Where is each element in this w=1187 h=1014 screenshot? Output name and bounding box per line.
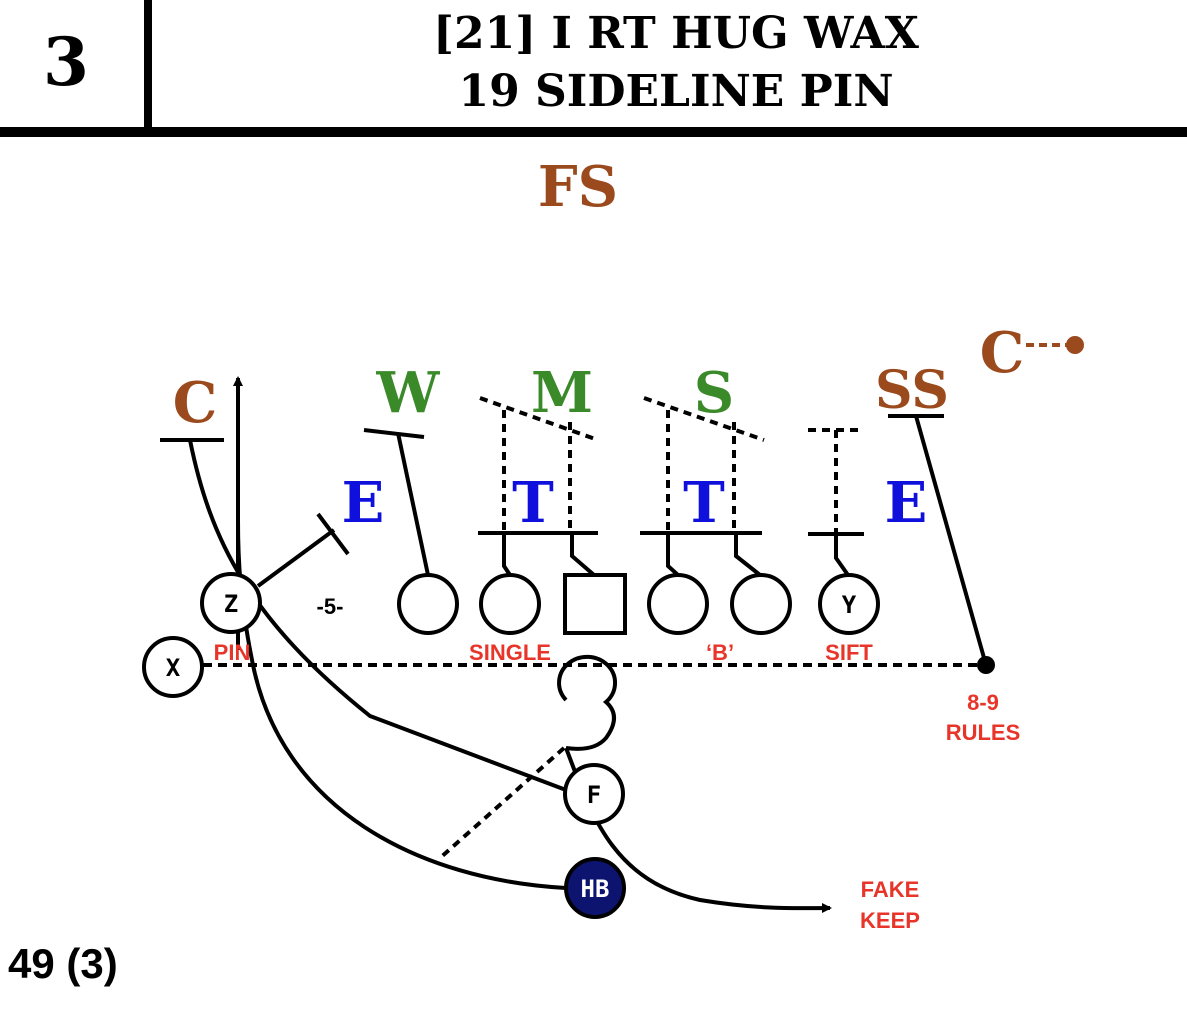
corner-motion [1026, 336, 1084, 354]
dot-icon [1066, 336, 1084, 354]
right-guard-block [666, 533, 680, 577]
y-end [818, 573, 880, 635]
fake-keep-label-line2: KEEP [860, 908, 920, 933]
assignment-labels: -5- PIN SINGLE ‘B’ SIFT 8-9 RULES FAKE K… [214, 594, 1021, 933]
mike-linebacker-label: M [531, 360, 593, 426]
y-end-label: Y [842, 591, 857, 619]
will-block-bar [363, 428, 425, 439]
z-receiver-label: Z [224, 590, 238, 618]
z-block-bar [316, 512, 350, 556]
left-end-label: E [342, 470, 385, 536]
linebacker-paths [438, 396, 864, 860]
z-block-line [256, 528, 336, 588]
left-corner-label: C [173, 370, 218, 436]
will-linebacker-label: W [376, 360, 441, 426]
header: 3 [21] I RT HUG WAX 19 SIDELINE PIN [0, 0, 1187, 137]
block-assignments [160, 414, 988, 666]
z-receiver [200, 572, 262, 634]
skill-players: Z X Y F HB [142, 572, 880, 919]
right-end-label: E [885, 470, 928, 536]
quarterback [557, 654, 618, 751]
play-title-line2: 19 SIDELINE PIN [458, 66, 893, 117]
sam-scrape-line [643, 396, 765, 442]
right-tackle-player [730, 573, 792, 635]
right-tackle-label: T [683, 470, 725, 536]
pin-label: PIN [214, 640, 251, 665]
quarterback-path [557, 654, 618, 751]
left-tackle-label: T [512, 470, 554, 536]
right-tackle-block [734, 533, 762, 577]
rules-label-line1: 8-9 [967, 690, 999, 715]
mike-scrape-line [479, 396, 599, 442]
defense: FS C C SS W M S E T T E [173, 154, 1025, 536]
play-title-line1: [21] I RT HUG WAX [433, 8, 920, 59]
strong-safety-label: SS [875, 360, 949, 421]
sift-label: SIFT [825, 640, 873, 665]
right-guard-player [647, 573, 709, 635]
rules-label-line2: RULES [946, 720, 1021, 745]
center-player [563, 573, 627, 635]
b-gap-label: ‘B’ [706, 640, 734, 665]
fullback-label: F [587, 781, 601, 809]
left-guard-player [479, 573, 541, 635]
free-safety-label: FS [538, 154, 618, 220]
split-label: -5- [317, 594, 344, 619]
y-block-line [834, 534, 850, 577]
halfback [564, 857, 626, 919]
left-guard-block [502, 533, 512, 577]
offensive-line [397, 573, 792, 635]
x-receiver-label: X [166, 654, 181, 682]
center-block [570, 533, 596, 577]
play-number: 3 [43, 23, 89, 101]
left-tackle-player [397, 573, 459, 635]
will-block-line [396, 432, 430, 576]
ss-rule-line [914, 415, 988, 666]
fake-keep-label-line1: FAKE [861, 877, 920, 902]
play-code: 49 (3) [8, 940, 118, 987]
single-label: SINGLE [469, 640, 551, 665]
x-receiver [142, 636, 204, 698]
right-corner-label: C [980, 320, 1025, 386]
halfback-label: HB [581, 875, 610, 903]
sam-linebacker-label: S [694, 360, 734, 426]
fullback [563, 763, 625, 825]
